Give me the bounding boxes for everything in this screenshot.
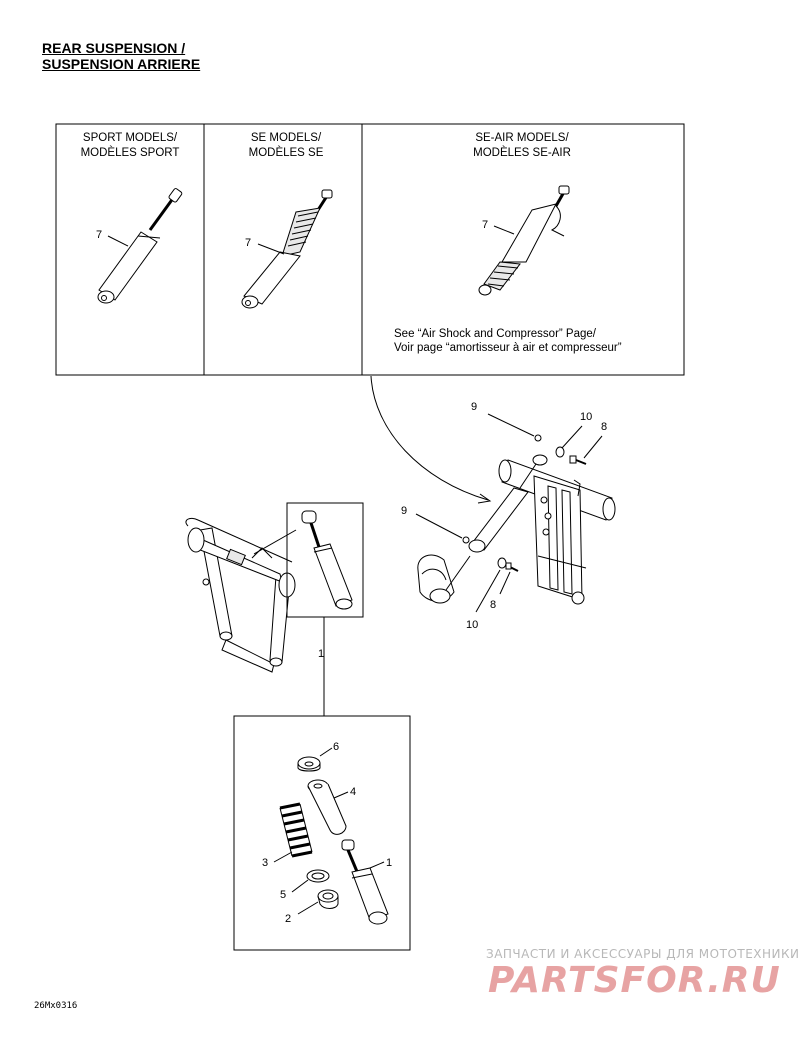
se-air-shock-absorber [478, 185, 570, 296]
callout-8-top: 8 [601, 421, 607, 433]
callout-3: 3 [262, 857, 268, 869]
callout-2: 2 [285, 913, 291, 925]
se-callout-7: 7 [245, 237, 251, 249]
nut-9-mid [462, 536, 470, 544]
callout-10-low: 10 [466, 619, 478, 631]
panel-se-title-2: MODÈLES SE [249, 146, 324, 159]
shock-absorber-1 [341, 839, 389, 925]
sport-leader-7 [107, 235, 129, 247]
se-air-leader-arc [370, 375, 489, 501]
se-shock-absorber [241, 189, 333, 309]
model-comparison-box [55, 123, 685, 376]
nut-9-top [534, 434, 542, 442]
panel-sport-title-2: MODÈLES SPORT [81, 146, 180, 159]
sleeve-4 [307, 779, 347, 835]
arrow-head [477, 493, 492, 504]
panel-sport-title-1: SPORT MODELS/ [83, 132, 178, 144]
sport-callout-7: 7 [96, 229, 102, 241]
page-title-line-1: REAR SUSPENSION / [42, 40, 186, 56]
page-title-line-2: SUSPENSION ARRIERE [42, 56, 201, 72]
callout-6: 6 [333, 741, 339, 753]
spacer-10-low [497, 557, 507, 569]
callout-4: 4 [350, 786, 356, 798]
panel-se-air-title-1: SE-AIR MODELS/ [475, 132, 569, 144]
ring-5 [306, 869, 330, 883]
panel-se-title-1: SE MODELS/ [251, 132, 322, 144]
panel-se-models: SE MODELS/ MODÈLES SE 7 [241, 132, 333, 309]
page-title: REAR SUSPENSION / SUSPENSION ARRIERE [42, 40, 200, 72]
se-leader-7 [257, 243, 285, 255]
callout-1-shock: 1 [386, 857, 392, 869]
callout-8-low: 8 [490, 599, 496, 611]
callout-10-top: 10 [580, 411, 592, 423]
rear-arm-callouts: 9 10 8 9 8 10 [401, 401, 607, 631]
callout-9-mid: 9 [401, 505, 407, 517]
coil-spring-3 [279, 802, 313, 858]
callout-9-top: 9 [471, 401, 477, 413]
spacer-10-top [555, 446, 565, 458]
callout-1-link: 1 [318, 648, 324, 660]
callout-5: 5 [280, 889, 286, 901]
sport-shock-absorber [97, 188, 183, 304]
adjuster-2 [317, 889, 339, 909]
front-arm-assembly [185, 517, 297, 673]
watermark: ЗАПЧАСТИ И АКСЕССУАРЫ ДЛЯ МОТОТЕХНИКИ PA… [486, 947, 800, 1001]
se-air-note-line-2: Voir page “amortisseur à air et compress… [394, 342, 622, 354]
rear-arm-assembly [417, 434, 616, 605]
panel-se-air-title-2: MODÈLES SE-AIR [473, 146, 571, 159]
exploded-shock-box: 6 4 3 1 5 [233, 715, 411, 951]
bolt-8-top [569, 455, 577, 464]
se-air-note-line-1: See “Air Shock and Compressor” Page/ [394, 328, 597, 340]
spring-seat-6 [297, 756, 321, 772]
panel-se-air-models: SE-AIR MODELS/ MODÈLES SE-AIR 7 See “Air… [394, 132, 622, 354]
bolt-8-low [505, 562, 512, 570]
drawing-code: 26Mx0316 [34, 1001, 77, 1011]
shock-detail-box [286, 502, 364, 618]
watermark-logo: PARTSFOR.RU [488, 960, 781, 1001]
watermark-tagline: ЗАПЧАСТИ И АКСЕССУАРЫ ДЛЯ МОТОТЕХНИКИ [486, 947, 800, 961]
panel-sport-models: SPORT MODELS/ MODÈLES SPORT 7 [81, 132, 183, 304]
se-air-leader-7 [493, 225, 515, 235]
se-air-callout-7: 7 [482, 219, 488, 231]
